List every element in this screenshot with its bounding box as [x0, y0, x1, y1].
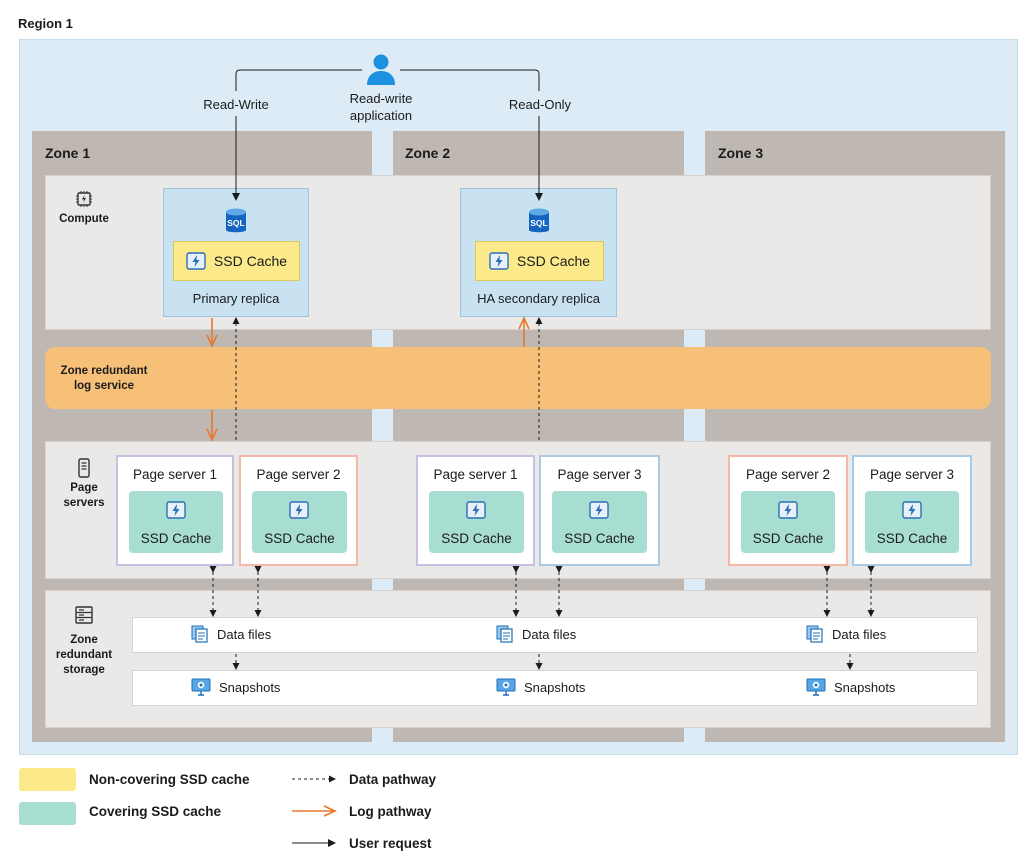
zone1-page-server-2: Page server 2 SSD Cache — [239, 455, 358, 566]
covering-ssd-cache: SSD Cache — [552, 491, 647, 553]
ssd-cache-icon — [186, 252, 206, 270]
data-files-zone2: Data files — [496, 625, 576, 643]
primary-ssd-cache-label: SSD Cache — [213, 253, 288, 269]
data-files-zone3: Data files — [806, 625, 886, 643]
storage-label: Zone redundant storage — [50, 633, 118, 678]
legend-non-covering-swatch — [19, 768, 76, 791]
data-files-label: Data files — [217, 626, 272, 642]
secondary-replica-label: HA secondary replica — [477, 291, 600, 306]
ssd-cache-icon — [902, 501, 922, 519]
primary-ssd-cache: SSD Cache — [173, 241, 300, 281]
log-service-label-line2: log service — [73, 380, 135, 392]
covering-ssd-cache: SSD Cache — [129, 491, 223, 553]
ssd-cache-icon — [589, 501, 609, 519]
ssd-cache-label: SSD Cache — [441, 531, 512, 546]
user-request-rw-line — [235, 69, 362, 91]
zone2-page-server-3: Page server 3 SSD Cache — [539, 455, 660, 566]
snapshots-label: Snapshots — [524, 679, 586, 695]
storage-icon — [75, 606, 93, 624]
ssd-cache-label: SSD Cache — [876, 531, 948, 546]
ssd-cache-icon — [466, 501, 486, 519]
zone-3-label: Zone 3 — [718, 145, 764, 161]
storage-label-line2: redundant — [55, 649, 113, 661]
user-request-ro-line — [400, 69, 540, 91]
zone2-page-server-1: Page server 1 SSD Cache — [416, 455, 535, 566]
page-server-title: Page server 1 — [132, 467, 218, 482]
primary-replica-label: Primary replica — [192, 291, 280, 306]
ssd-cache-label: SSD Cache — [264, 531, 335, 546]
snapshots-zone2: Snapshots — [496, 678, 585, 696]
legend-non-covering-label: Non-covering SSD cache — [89, 772, 250, 787]
zone3-page-server-2: Page server 2 SSD Cache — [728, 455, 848, 566]
legend-log-pathway-label: Log pathway — [349, 804, 432, 819]
user-application-label: Read-write application — [330, 90, 432, 124]
snapshot-icon — [191, 678, 211, 696]
page-servers-label: Page servers — [50, 481, 118, 511]
page-servers-label-line1: Page — [70, 482, 98, 494]
log-service-label-line1: Zone redundant — [60, 365, 148, 377]
snapshot-icon — [496, 678, 516, 696]
covering-ssd-cache: SSD Cache — [741, 491, 835, 553]
ssd-cache-label: SSD Cache — [140, 531, 212, 546]
zone1-page-server-1: Page server 1 SSD Cache — [116, 455, 234, 566]
storage-label-line1: Zone — [70, 634, 98, 646]
page-server-title: Page server 3 — [869, 467, 955, 482]
legend-user-request-label: User request — [349, 836, 432, 851]
snapshot-icon — [806, 678, 826, 696]
zone3-page-server-3: Page server 3 SSD Cache — [852, 455, 972, 566]
secondary-ssd-cache-label: SSD Cache — [516, 253, 591, 269]
sql-database-icon: SQL — [529, 208, 549, 233]
data-files-label: Data files — [832, 626, 887, 642]
storage-label-line3: storage — [63, 664, 105, 676]
user-icon — [367, 54, 395, 85]
legend-covering-label: Covering SSD cache — [89, 804, 222, 819]
compute-chip-icon — [76, 191, 92, 207]
snapshots-label: Snapshots — [834, 679, 896, 695]
ssd-cache-label: SSD Cache — [564, 531, 635, 546]
user-label-line2: application — [349, 108, 413, 123]
covering-ssd-cache: SSD Cache — [429, 491, 524, 553]
snapshots-label: Snapshots — [219, 679, 281, 695]
page-server-title: Page server 1 — [433, 467, 518, 482]
page-servers-label-line2: servers — [63, 497, 105, 509]
snapshots-zone1: Snapshots — [191, 678, 280, 696]
data-files-label: Data files — [522, 626, 577, 642]
ssd-cache-label: SSD Cache — [752, 531, 824, 546]
sql-database-icon: SQL — [226, 208, 246, 233]
user-label-line1: Read-write — [349, 91, 413, 106]
zone-1-label: Zone 1 — [45, 145, 91, 161]
legend-covering-swatch — [19, 802, 76, 825]
read-only-label: Read-Only — [508, 97, 572, 112]
ha-secondary-replica: SQL SSD Cache HA secondary replica — [460, 188, 617, 317]
secondary-ssd-cache: SSD Cache — [475, 241, 604, 281]
zone-2-label: Zone 2 — [405, 145, 451, 161]
snapshots-zone3: Snapshots — [806, 678, 895, 696]
primary-replica: SQL SSD Cache Primary replica — [163, 188, 309, 317]
page-server-title: Page server 2 — [745, 467, 831, 482]
covering-ssd-cache: SSD Cache — [865, 491, 959, 553]
ssd-cache-icon — [289, 501, 309, 519]
sql-text: SQL — [530, 218, 547, 228]
ssd-cache-icon — [166, 501, 186, 519]
snapshots-row — [132, 670, 978, 706]
sql-text: SQL — [227, 218, 244, 228]
ssd-cache-icon — [778, 501, 798, 519]
page-server-device-icon — [78, 458, 90, 478]
log-service-band — [45, 347, 991, 409]
read-write-label: Read-Write — [203, 97, 269, 112]
data-files-zone1: Data files — [191, 625, 271, 643]
legend-data-pathway-label: Data pathway — [349, 772, 437, 787]
data-files-row — [132, 617, 978, 653]
region-title: Region 1 — [18, 16, 73, 31]
covering-ssd-cache: SSD Cache — [252, 491, 347, 553]
log-service-label: Zone redundant log service — [50, 364, 158, 394]
data-files-icon — [191, 625, 208, 643]
page-server-title: Page server 3 — [557, 467, 642, 482]
page-server-title: Page server 2 — [256, 467, 341, 482]
data-files-icon — [806, 625, 823, 643]
compute-label: Compute — [59, 213, 109, 225]
ssd-cache-icon — [489, 252, 509, 270]
data-files-icon — [496, 625, 513, 643]
